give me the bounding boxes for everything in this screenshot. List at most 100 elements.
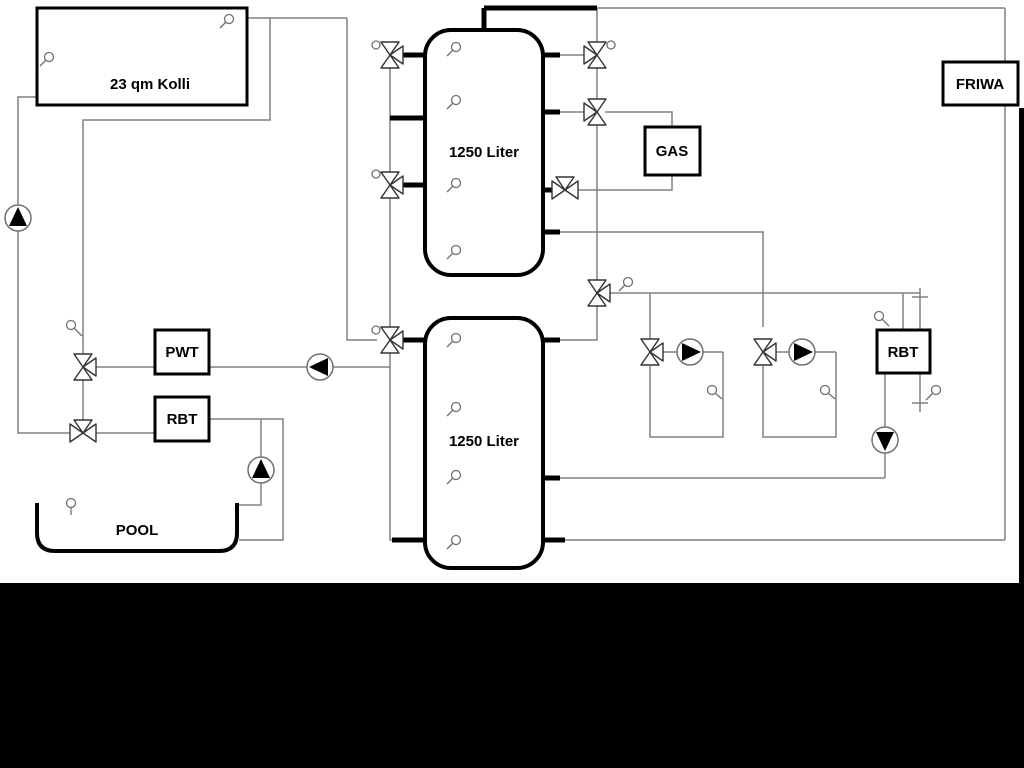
sensor-heating-circuit-1 [706,384,723,400]
sensor-pool [65,497,77,515]
sensor-solar-line [65,319,83,337]
sensor-stem [446,409,454,417]
pump-down-icon [876,432,894,451]
sensor-rbt-right-side [925,384,942,401]
sensor-body [450,94,462,106]
sensor-stem [925,392,934,401]
pump-right-icon [682,343,701,361]
buffer-tank-2-label: 1250 Liter [449,433,519,450]
buffer-tank-2: 1250 Liter [423,316,545,570]
sensor-rbt-right-top [873,310,890,327]
three-way-valve-solar-pwt [73,353,97,381]
pwt-heat-exchanger-outline [153,328,211,376]
rbt-left-unit: RBT [153,395,211,443]
sensor-stem [618,284,626,292]
pump-pool [247,456,275,484]
three-way-valve-tank1-mid [380,171,404,199]
sensor-stem [446,252,454,260]
sensor-body [43,51,55,63]
sensor-collector-left [39,51,55,67]
sensor-tank1-3 [446,177,462,193]
pool-outline [35,503,239,553]
pump-heating-circuit-2 [788,338,816,366]
friwa-station: FRIWA [941,60,1020,107]
three-way-valve-pool-rbt [69,419,97,443]
sensor-body [622,276,634,288]
pump-heating-circuit-1 [676,338,704,366]
sensor-body [450,41,462,53]
sensor-body [450,332,462,344]
gas-boiler-outline [643,125,702,177]
three-way-valve-tank1-top [380,41,404,69]
sensor-tank1-2 [446,94,462,110]
pump-up-icon [9,207,27,226]
sensor-stem [446,542,454,550]
solar-collector-outline [35,6,249,107]
gas-boiler: GAS [643,125,702,177]
sensor-stem [881,318,890,327]
sensor-stem [73,327,83,337]
sensor-body [706,384,718,396]
pool: POOL [35,503,239,553]
valve-actuator [371,40,381,50]
sensor-body [819,384,831,396]
bottom-mask [0,583,1024,768]
pump-right-icon [794,343,813,361]
sensor-stem [446,477,454,485]
sensor-body [450,244,462,256]
three-way-valve-gas-supply [583,98,607,126]
sensor-stem [827,392,836,400]
thick-connection-stubs [390,5,597,543]
sensor-stem [446,102,454,110]
rbt-right-unit: RBT [875,328,932,375]
sensor-stem [39,59,47,67]
three-way-valve-heating-manifold [587,279,611,307]
sensor-tank2-1 [446,332,462,348]
sensor-body [930,384,942,396]
rbt-right-outline [875,328,932,375]
sensor-body [65,497,77,509]
rbt-left-label: RBT [167,411,198,428]
sensor-tank2-3 [446,469,462,485]
valve-actuator [606,40,616,50]
sensor-body [450,534,462,546]
three-way-valve-tank1-right-top [583,41,607,69]
sensor-heating-circuit-2 [819,384,836,400]
sensor-stem [446,49,454,57]
three-way-valve-heating-circuit-2 [753,338,777,366]
sensor-body [223,13,235,25]
sensor-stem [714,392,723,400]
sensor-body [873,310,885,322]
three-way-valve-tank2-top [380,326,404,354]
pwt-heat-exchanger: PWT [153,328,211,376]
buffer-tank-1-outline [423,28,545,277]
pump-rbt-return [871,426,899,454]
sensor-tank1-1 [446,41,462,57]
sensor-tank2-2 [446,401,462,417]
friwa-station-outline [941,60,1020,107]
sensor-body [65,319,77,331]
sensor-stem [219,21,227,29]
pwt-heat-exchanger-label: PWT [165,344,198,361]
gas-boiler-label: GAS [656,143,689,160]
sensor-body [450,469,462,481]
buffer-tank-2-outline [423,316,545,570]
rbt-left-outline [153,395,211,443]
three-way-valve-heating-circuit-1 [640,338,664,366]
valve-actuator [371,169,381,179]
pump-charge [306,353,334,381]
friwa-station-label: FRIWA [956,76,1004,93]
pump-solar-left [4,204,32,232]
pump-up-icon [252,459,270,478]
sensor-stem [446,185,454,193]
pool-label: POOL [116,522,159,539]
buffer-tank-1-label: 1250 Liter [449,144,519,161]
solar-collector-label: 23 qm Kolli [110,76,190,93]
three-way-valve-gas-return [551,176,579,200]
sensor-body [450,177,462,189]
solar-collector: 23 qm Kolli [35,6,249,107]
buffer-tank-1: 1250 Liter [423,28,545,277]
sensor-manifold-valve [618,276,634,292]
sensor-tank2-4 [446,534,462,550]
